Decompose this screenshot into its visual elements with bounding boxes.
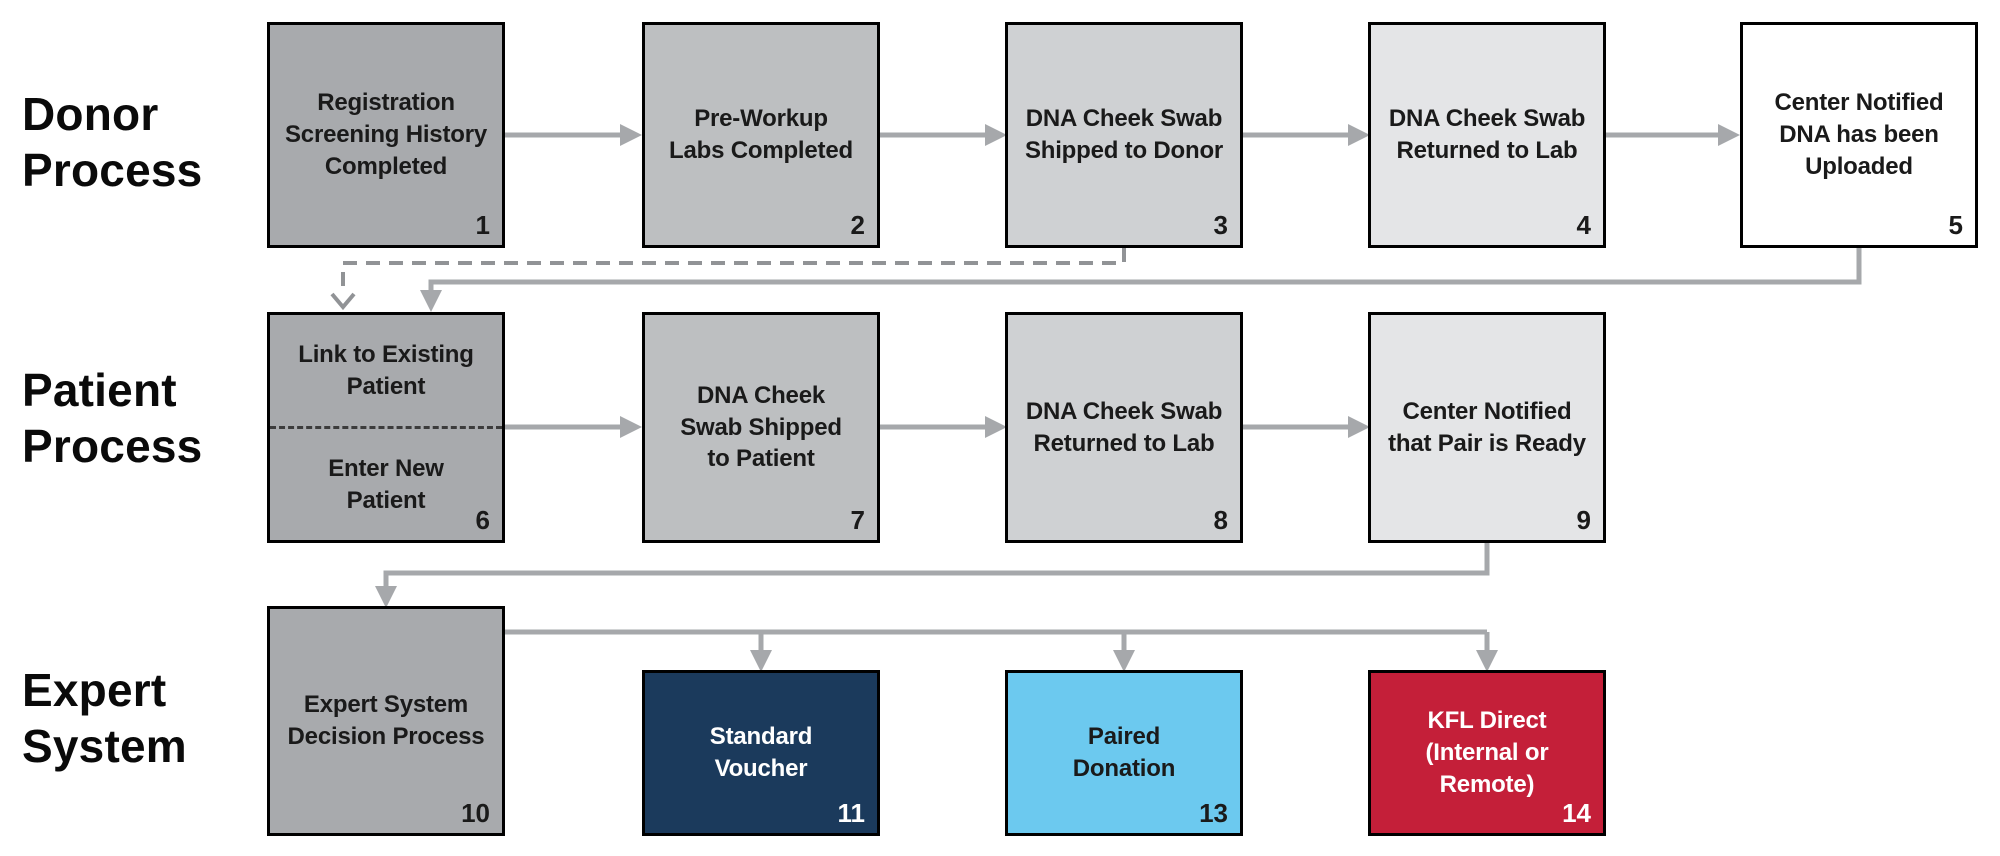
solid-arrowheads bbox=[375, 124, 1740, 672]
flow-box-11-standard-voucher: Standard Voucher 11 bbox=[642, 670, 880, 836]
dashed-arrowhead-chevron bbox=[330, 292, 356, 311]
box-number: 8 bbox=[1213, 505, 1228, 535]
flow-box-14-kfl-direct: KFL Direct (Internal or Remote) 14 bbox=[1368, 670, 1606, 836]
box-number: 10 bbox=[461, 798, 490, 828]
flow-box-9-pair-ready: Center Notified that Pair is Ready 9 bbox=[1368, 312, 1606, 543]
box-number: 6 bbox=[475, 505, 490, 535]
arrowhead-3-4 bbox=[1348, 124, 1370, 146]
row-label-donor-process: Donor Process bbox=[22, 88, 203, 197]
box-number: 14 bbox=[1562, 798, 1591, 828]
connector-5-to-6 bbox=[428, 248, 1862, 290]
flow-box-7-swab-shipped-patient: DNA Cheek Swab Shipped to Patient 7 bbox=[642, 312, 880, 543]
flow-box-6-link-or-new-patient: Link to Existing Patient Enter New Patie… bbox=[267, 312, 505, 543]
flow-box-label: Link to Existing Patient bbox=[298, 340, 474, 400]
box-6-upper-half: Link to Existing Patient bbox=[270, 315, 502, 426]
arrowhead-5-to-6 bbox=[420, 290, 442, 312]
flow-box-label: Center Notified that Pair is Ready bbox=[1388, 397, 1586, 457]
flow-box-label: Enter New Patient bbox=[328, 454, 444, 514]
connector-9-to-10 bbox=[383, 543, 1490, 586]
flow-box-label: Pre-Workup Labs Completed bbox=[669, 105, 853, 164]
arrowhead-6-7 bbox=[620, 416, 642, 438]
box-number: 1 bbox=[475, 210, 490, 240]
flow-box-4-swab-returned-donor: DNA Cheek Swab Returned to Lab 4 bbox=[1368, 22, 1606, 248]
arrowhead-8-9 bbox=[1348, 416, 1370, 438]
flow-box-label: Paired Donation bbox=[1072, 723, 1176, 782]
arrowhead-2-3 bbox=[985, 124, 1007, 146]
arrowhead-1-2 bbox=[620, 124, 642, 146]
flow-box-label: Standard Voucher bbox=[709, 723, 813, 782]
solid-connector-lines bbox=[383, 132, 1862, 650]
box-6-dashed-divider bbox=[270, 426, 502, 429]
arrowhead-to-13 bbox=[1113, 650, 1135, 672]
box-number: 13 bbox=[1199, 798, 1228, 828]
flow-box-label: Center Notified DNA has been Uploaded bbox=[1774, 89, 1944, 180]
arrowhead-9-to-10 bbox=[375, 586, 397, 608]
row-label-expert-system: Expert System bbox=[22, 664, 187, 773]
row-label-patient-process: Patient Process bbox=[22, 364, 203, 473]
box-number: 5 bbox=[1948, 210, 1963, 240]
flow-box-13-paired-donation: Paired Donation 13 bbox=[1005, 670, 1243, 836]
dashed-connector-3-to-6 bbox=[330, 248, 1126, 311]
arrowhead-to-11 bbox=[750, 650, 772, 672]
arrowhead-4-5 bbox=[1718, 124, 1740, 146]
flow-box-3-swab-shipped-donor: DNA Cheek Swab Shipped to Donor 3 bbox=[1005, 22, 1243, 248]
flow-box-label: DNA Cheek Swab Returned to Lab bbox=[1388, 105, 1586, 164]
flow-box-8-swab-returned-patient: DNA Cheek Swab Returned to Lab 8 bbox=[1005, 312, 1243, 543]
flow-box-label: Registration Screening History Completed bbox=[285, 89, 487, 180]
flow-box-label: DNA Cheek Swab Returned to Lab bbox=[1025, 397, 1223, 457]
flow-box-label: KFL Direct (Internal or Remote) bbox=[1425, 707, 1549, 798]
flow-box-1-registration-screening: Registration Screening History Completed… bbox=[267, 22, 505, 248]
box-number: 4 bbox=[1576, 210, 1591, 240]
box-number: 9 bbox=[1576, 505, 1591, 535]
flow-box-10-expert-decision: Expert System Decision Process 10 bbox=[267, 606, 505, 836]
flow-box-label: DNA Cheek Swab Shipped to Donor bbox=[1024, 105, 1224, 164]
box-number: 7 bbox=[850, 505, 865, 535]
box-number: 3 bbox=[1213, 210, 1228, 240]
box-6-lower-half: Enter New Patient bbox=[270, 429, 502, 540]
flow-box-label: DNA Cheek Swab Shipped to Patient bbox=[680, 381, 842, 473]
dashed-stem bbox=[341, 248, 1126, 294]
flow-box-5-center-notified-dna: Center Notified DNA has been Uploaded 5 bbox=[1740, 22, 1978, 248]
flow-box-label: Expert System Decision Process bbox=[287, 691, 485, 750]
box-number: 2 bbox=[850, 210, 865, 240]
arrowhead-to-14 bbox=[1476, 650, 1498, 672]
arrowhead-7-8 bbox=[985, 416, 1007, 438]
box-number: 11 bbox=[837, 798, 866, 828]
flow-box-2-preworkup-labs: Pre-Workup Labs Completed 2 bbox=[642, 22, 880, 248]
